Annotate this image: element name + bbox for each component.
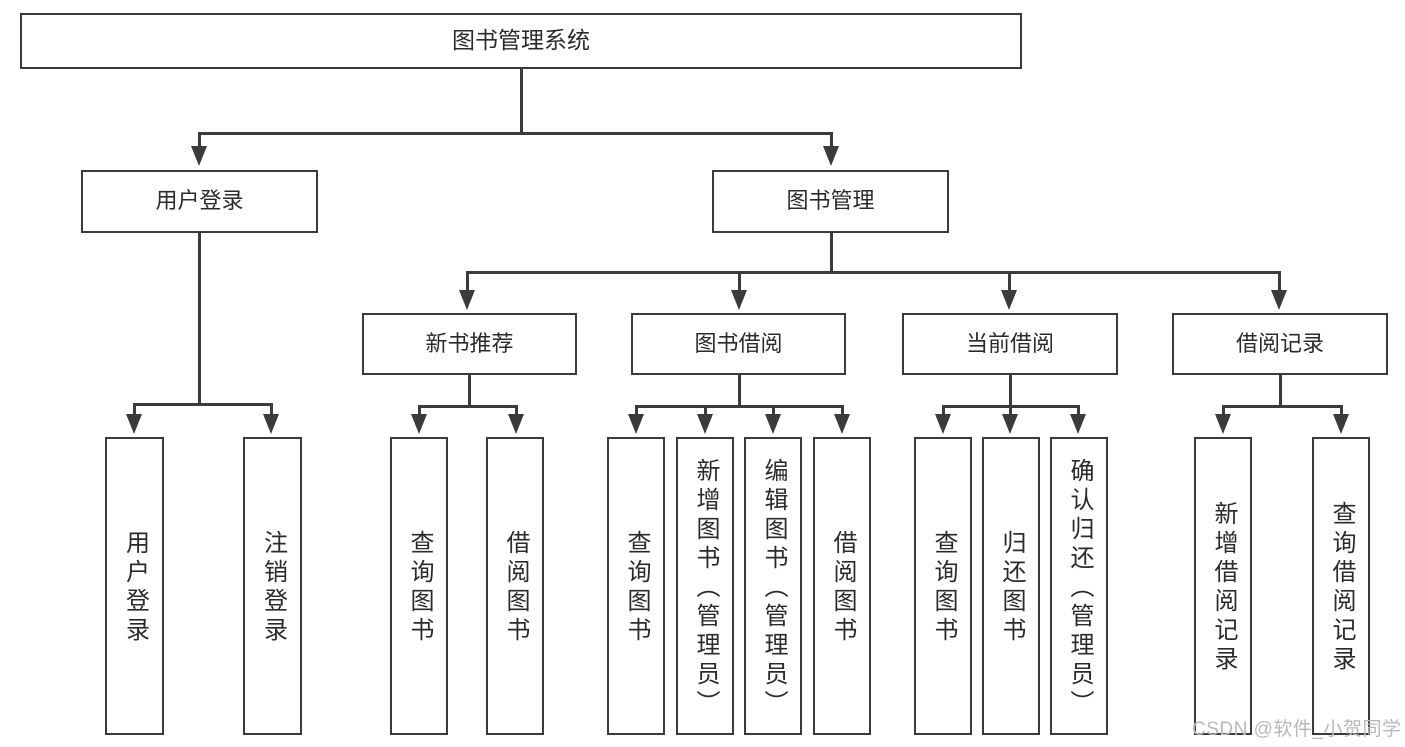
arrowhead-to-leaf-query-book-2	[628, 414, 644, 434]
arrowhead-to-leaf-edit-book	[765, 414, 781, 434]
node-leaf-confirm-return[interactable]: 确认归还（管理员）	[1050, 437, 1108, 735]
connector-borrow-drop-3	[772, 405, 775, 415]
node-label: 查询图书	[623, 530, 650, 646]
connector-level3-drop-newbook	[466, 271, 469, 291]
arrowhead-to-records	[1271, 290, 1287, 310]
node-leaf-query-book-1[interactable]: 查询图书	[390, 437, 448, 735]
connector-borrow-drop-2	[704, 405, 707, 415]
node-book-management[interactable]: 图书管理	[712, 170, 949, 233]
arrowhead-to-leaf-add-book	[697, 414, 713, 434]
node-leaf-add-book[interactable]: 新增图书（管理员）	[676, 437, 734, 735]
connector-newbook-bus	[418, 405, 518, 408]
node-label: 借阅图书	[829, 530, 856, 646]
connector-login-drop-2	[270, 403, 273, 415]
node-label: 查询借阅记录	[1328, 501, 1355, 675]
node-label: 借阅记录	[1235, 330, 1324, 356]
node-leaf-user-login[interactable]: 用户登录	[105, 437, 164, 735]
arrowhead-to-leaf-borrow-book-2	[834, 414, 850, 434]
arrowhead-to-leaf-add-record	[1215, 414, 1231, 434]
node-label: 图书管理系统	[452, 27, 590, 54]
node-label: 编辑图书（管理员）	[760, 457, 787, 719]
node-new-book-recommendation[interactable]: 新书推荐	[362, 313, 577, 375]
arrowhead-to-leaf-borrow-book-1	[508, 414, 524, 434]
node-label: 图书借阅	[694, 330, 783, 356]
node-leaf-user-logout[interactable]: 注销登录	[243, 437, 302, 735]
arrowhead-to-leaf-confirm-return	[1070, 414, 1086, 434]
node-label: 查询图书	[930, 530, 957, 646]
node-label: 当前借阅	[965, 330, 1054, 356]
connector-newbook-drop-1	[418, 405, 421, 415]
node-leaf-query-book-2[interactable]: 查询图书	[607, 437, 665, 735]
connector-borrow-bus	[635, 405, 843, 408]
connector-bookmgmt-stem	[830, 233, 833, 273]
arrowhead-to-leaf-query-book-1	[411, 414, 427, 434]
connector-newbook-stem	[468, 375, 471, 407]
node-label: 新增借阅记录	[1210, 501, 1237, 675]
connector-borrow-drop-4	[841, 405, 844, 415]
connector-borrow-stem	[738, 375, 741, 407]
connector-login-stem	[198, 233, 201, 405]
arrowhead-to-leaf-user-logout	[263, 414, 279, 434]
node-leaf-query-record[interactable]: 查询借阅记录	[1312, 437, 1370, 735]
connector-level3-drop-borrow	[738, 271, 741, 291]
node-label: 图书管理	[786, 188, 875, 214]
node-label: 新书推荐	[425, 330, 514, 356]
node-label: 确认归还（管理员）	[1066, 457, 1093, 719]
connector-current-drop-3	[1077, 405, 1080, 415]
connector-records-bus	[1222, 405, 1342, 408]
node-leaf-query-book-3[interactable]: 查询图书	[914, 437, 972, 735]
connector-newbook-drop-2	[515, 405, 518, 415]
connector-login-drop-1	[133, 403, 136, 415]
arrowhead-to-leaf-query-book-3	[935, 414, 951, 434]
arrowhead-to-bookmgmt	[823, 146, 839, 166]
node-leaf-borrow-book-2[interactable]: 借阅图书	[813, 437, 871, 735]
connector-current-drop-2	[1009, 405, 1012, 415]
arrowhead-to-current	[1001, 290, 1017, 310]
node-leaf-borrow-book-1[interactable]: 借阅图书	[486, 437, 544, 735]
connector-level2-bus	[198, 132, 832, 135]
arrowhead-to-newbook	[459, 290, 475, 310]
connector-login-bus	[133, 403, 272, 406]
connector-level3-drop-current	[1008, 271, 1011, 291]
connector-level2-drop-login	[198, 132, 201, 146]
connector-current-drop-1	[942, 405, 945, 415]
arrowhead-to-leaf-user-login	[126, 414, 142, 434]
node-user-login[interactable]: 用户登录	[81, 170, 318, 233]
arrowhead-to-leaf-query-record	[1333, 414, 1349, 434]
node-label: 借阅图书	[502, 530, 529, 646]
arrowhead-to-login	[191, 146, 207, 166]
node-label: 归还图书	[998, 530, 1025, 646]
node-leaf-edit-book[interactable]: 编辑图书（管理员）	[744, 437, 802, 735]
connector-records-drop-2	[1340, 405, 1343, 415]
connector-level2-drop-bookmgmt	[830, 132, 833, 146]
node-label: 新增图书（管理员）	[692, 457, 719, 719]
connector-level3-drop-records	[1278, 271, 1281, 291]
node-borrow-records[interactable]: 借阅记录	[1172, 313, 1388, 375]
node-current-borrowing[interactable]: 当前借阅	[902, 313, 1118, 375]
connector-current-stem	[1009, 375, 1012, 407]
connector-borrow-drop-1	[635, 405, 638, 415]
node-label: 用户登录	[121, 530, 149, 646]
arrowhead-to-leaf-return-book	[1002, 414, 1018, 434]
csdn-watermark: CSDN @软件_小贺同学	[1192, 719, 1402, 740]
connector-records-stem	[1279, 375, 1282, 407]
arrowhead-to-borrow	[731, 290, 747, 310]
connector-records-drop-1	[1222, 405, 1225, 415]
node-label: 用户登录	[155, 188, 244, 214]
connector-root-stem	[520, 69, 523, 133]
node-root-book-management-system[interactable]: 图书管理系统	[20, 13, 1022, 69]
node-label: 注销登录	[259, 530, 287, 646]
node-leaf-return-book[interactable]: 归还图书	[982, 437, 1040, 735]
node-leaf-add-record[interactable]: 新增借阅记录	[1194, 437, 1252, 735]
connector-level3-bus	[466, 271, 1278, 274]
node-label: 查询图书	[406, 530, 433, 646]
node-book-borrowing[interactable]: 图书借阅	[631, 313, 846, 375]
